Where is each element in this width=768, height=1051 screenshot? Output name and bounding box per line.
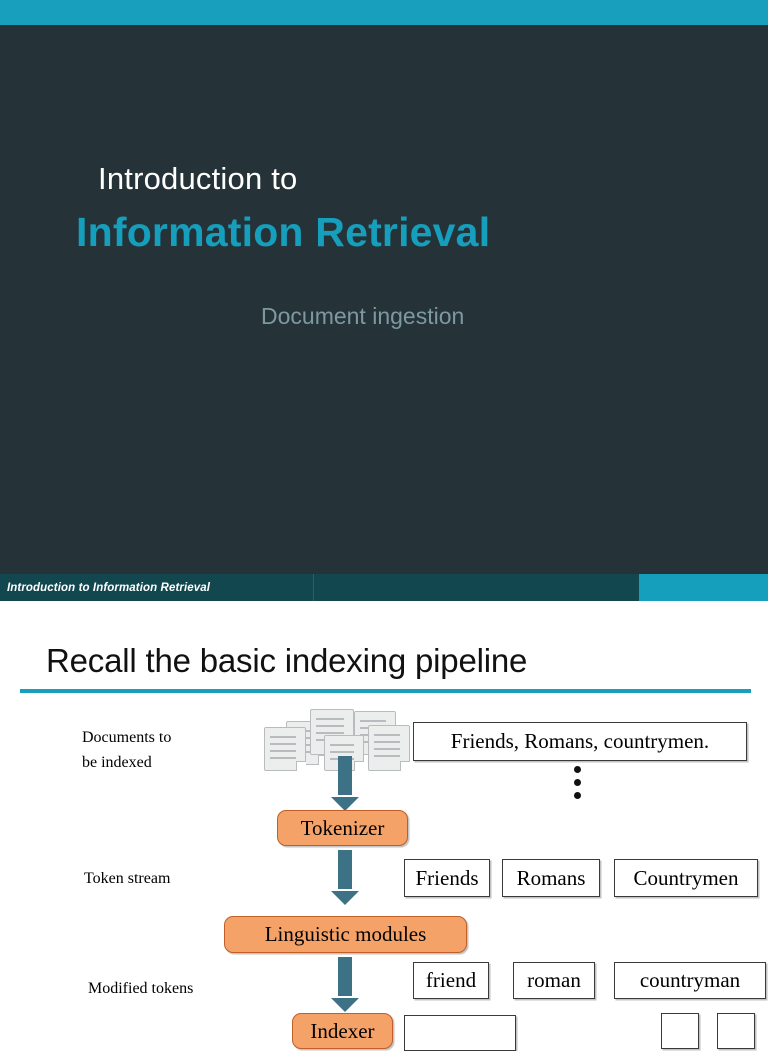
slide-heading: Recall the basic indexing pipeline: [46, 642, 528, 679]
modified-token-box-roman: roman: [513, 962, 595, 999]
sample-document-box: Friends, Romans, countrymen.: [413, 722, 747, 761]
document-icon: [264, 727, 306, 771]
indexing-pipeline-slide: Recall the basic indexing pipeline Docum…: [0, 601, 768, 1051]
slide-footer-bar: Introduction to Information Retrieval: [0, 574, 768, 601]
label-documents-line2: be indexed: [82, 753, 152, 771]
footer-left-segment: Introduction to Information Retrieval: [0, 574, 314, 601]
module-indexer[interactable]: Indexer: [292, 1013, 393, 1049]
vertical-ellipsis-icon: [574, 766, 581, 799]
module-linguistic[interactable]: Linguistic modules: [224, 916, 467, 953]
arrow-tokenizer-to-linguistic: [331, 850, 359, 905]
footer-right-accent-segment: [639, 574, 768, 601]
title-subtitle: Document ingestion: [261, 303, 465, 329]
module-tokenizer[interactable]: Tokenizer: [277, 810, 408, 846]
title-line-1: Introduction to: [98, 161, 298, 196]
label-documents-to-be-indexed: Documents to be indexed: [82, 726, 171, 776]
label-modified-tokens: Modified tokens: [88, 980, 194, 997]
document-icon: [368, 725, 410, 771]
title-block: Introduction to Information Retrieval Do…: [0, 160, 768, 331]
label-token-stream: Token stream: [84, 870, 171, 887]
modified-token-box-countryman: countryman: [614, 962, 766, 999]
posting-box-clipped: [404, 1015, 516, 1051]
token-box-friends: Friends: [404, 859, 490, 897]
posting-number-box-1: [661, 1013, 699, 1049]
top-accent-bar: [0, 0, 768, 25]
arrow-documents-to-tokenizer: [331, 756, 359, 811]
arrow-linguistic-to-indexer: [331, 957, 359, 1012]
document-stack-icon: [264, 709, 410, 771]
modified-token-box-friend: friend: [413, 962, 489, 999]
footer-text: Introduction to Information Retrieval: [7, 581, 211, 594]
posting-number-box-2: [717, 1013, 755, 1049]
title-line-2: Information Retrieval: [76, 208, 491, 255]
token-box-romans: Romans: [502, 859, 600, 897]
label-documents-line1: Documents to: [82, 729, 172, 746]
token-box-countrymen: Countrymen: [614, 859, 758, 897]
footer-middle-segment: [314, 574, 639, 601]
title-slide: Introduction to Information Retrieval Do…: [0, 0, 768, 601]
heading-underline: [20, 689, 751, 693]
